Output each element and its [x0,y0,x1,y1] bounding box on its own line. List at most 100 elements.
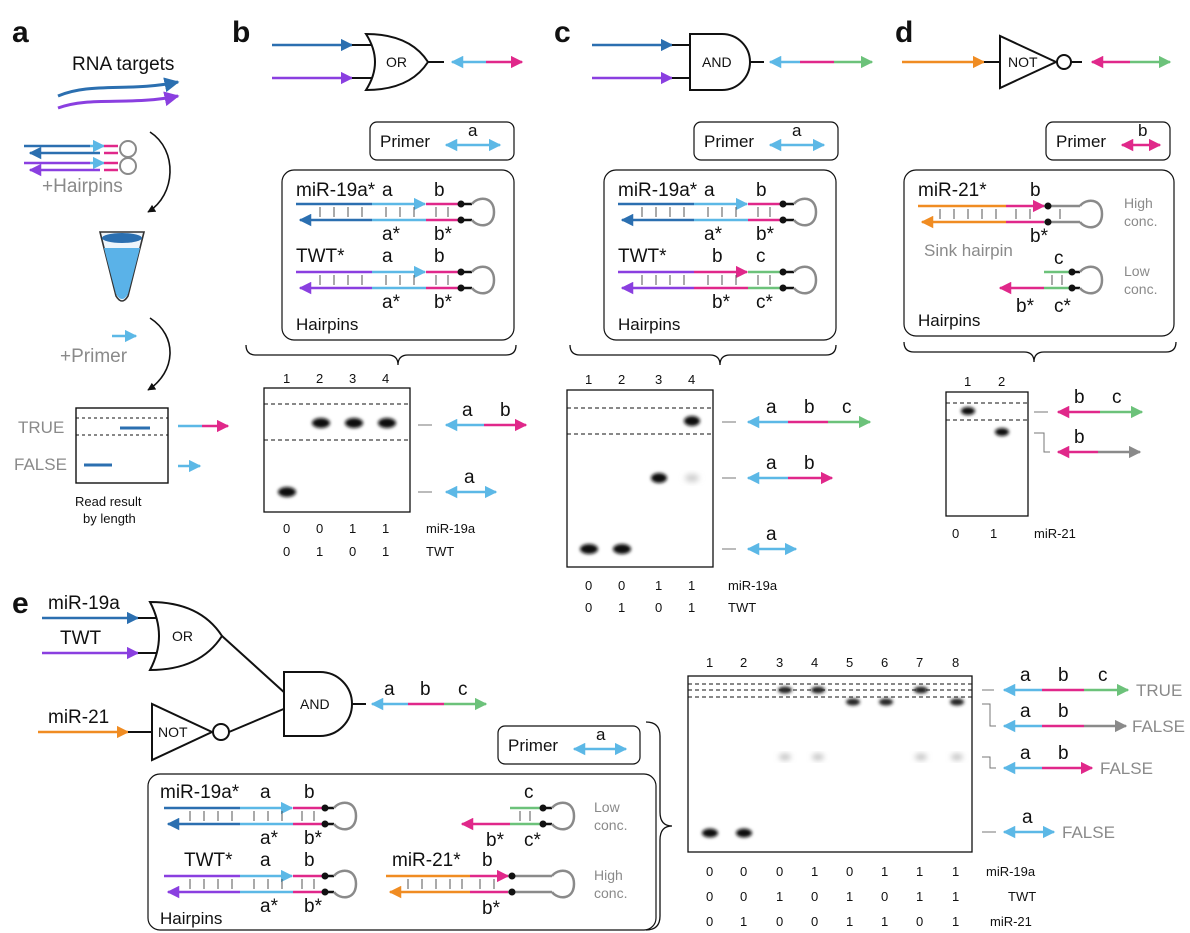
hairpin-name: TWT* [618,246,667,267]
domain-label: b* [1016,296,1035,317]
panel-a: RNA targets +Hairpins +Primer [14,54,230,526]
hairpin-diagram [998,265,1104,295]
lane-number: 4 [382,371,389,386]
lane-number: 7 [916,655,923,670]
panel-label-e: e [12,587,29,620]
domain-label: a [260,850,271,871]
gel-band [951,754,963,760]
primer-label: Primer [380,132,430,151]
truth-value: 1 [916,864,923,879]
rna-targets-label: RNA targets [72,54,174,75]
lane-number: 2 [998,374,1005,389]
conc-label: Low [1124,263,1151,279]
lane-number: 2 [740,655,747,670]
truth-value: 0 [811,889,818,904]
truth-value: 0 [776,914,783,929]
gel-band [580,544,598,554]
sink-hairpin-diagram [918,199,1104,229]
domain-label: c [1098,665,1108,686]
hairpin-name: TWT* [296,246,345,267]
tube-icon [98,231,146,302]
brace [903,341,1177,363]
panel-label-b: b [232,16,250,49]
hairpin-diagram [164,801,358,831]
row-label: miR-21 [990,914,1032,929]
truth-value: 0 [316,521,323,536]
hairpin-mini-icon [24,139,137,177]
read-result-line1: Read result [75,494,142,509]
domain-label: a [704,180,715,201]
lane-number: 5 [846,655,853,670]
hairpins-box [903,169,1175,337]
primer-domain-label: b [1138,121,1147,140]
truth-value: 0 [740,864,747,879]
domain-label: a [766,453,777,474]
or-gate-symbol [364,32,430,92]
truth-value: 1 [655,578,662,593]
domain-label: c [756,246,766,267]
gel-band [613,544,631,554]
domain-label: b [500,400,511,421]
gel-band [702,828,718,838]
domain-label: b [434,180,445,201]
truth-value: 1 [846,914,853,929]
hairpin-name: miR-19a* [618,180,698,201]
true-label: TRUE [18,418,64,437]
truth-value: 0 [952,526,959,541]
truth-value: 1 [952,914,959,929]
truth-value: 0 [706,864,713,879]
domain-label: a [464,467,475,488]
domain-label: b* [434,292,453,313]
hairpin-diagram [460,801,576,831]
domain-label: a* [260,828,279,849]
truth-value: 1 [846,889,853,904]
domain-label: b [434,246,445,267]
row-label: miR-21 [1034,526,1076,541]
gel-band [736,828,752,838]
domain-label: a [766,397,777,418]
truth-value: 0 [706,889,713,904]
and-gate-symbol [689,33,751,91]
domain-label: a [382,246,393,267]
hairpin-name: miR-21* [918,180,987,201]
input-label-twt: TWT [60,628,102,649]
lane-number: 2 [316,371,323,386]
hairpin-diagram [296,265,496,295]
and-gate-label: AND [300,696,330,712]
truth-value: 1 [811,864,818,879]
panel-label-d: d [895,16,913,49]
panel-e: miR-19a TWT OR miR-21 NOT AND a b c Prim… [38,593,1185,931]
lane-number: 8 [952,655,959,670]
hairpin-diagram [618,265,818,295]
gel-band [961,407,975,415]
domain-label: c [1054,248,1064,269]
conc-label: conc. [1124,213,1157,229]
truth-value: 1 [316,544,323,559]
lane-number: 3 [349,371,356,386]
primer-domain-label: a [468,121,478,140]
truth-value: 0 [585,600,592,615]
gel-band [995,428,1009,436]
gel-band [684,416,700,426]
truth-value: 1 [881,914,888,929]
truth-value: 0 [283,521,290,536]
lane-number: 1 [706,655,713,670]
row-label: TWT [728,600,756,615]
domain-label: b* [482,898,501,919]
primer-domain-label: a [596,725,606,744]
lane-number: 1 [964,374,971,389]
hairpin-name: miR-19a* [160,782,240,803]
row-label: miR-19a [728,578,778,593]
domain-label: b [1074,427,1085,448]
read-result-line2: by length [83,511,136,526]
conc-label: conc. [594,817,627,833]
gel-band [685,474,699,482]
hairpin-diagram [164,869,358,899]
truth-value: 0 [618,578,625,593]
truth-value: 0 [811,914,818,929]
or-gate-label: OR [386,54,407,70]
false-label: FALSE [1132,717,1185,736]
hairpin-diagram [296,197,496,227]
domain-label: b [756,180,767,201]
gel-band [779,754,791,760]
